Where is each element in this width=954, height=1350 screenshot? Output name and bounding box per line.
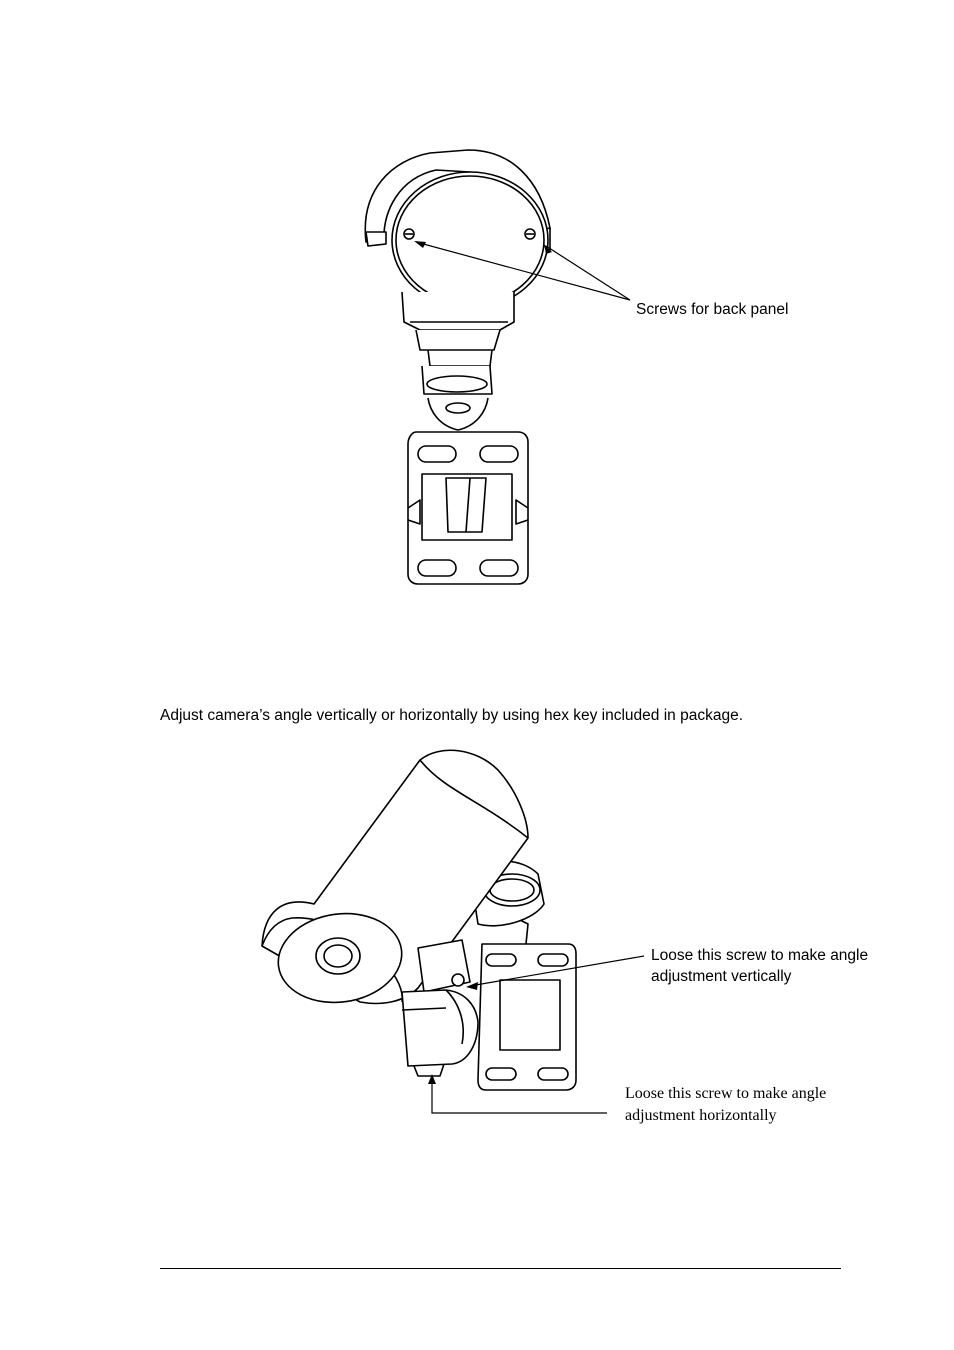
vertical-callout-line1: Loose this screw to make angle bbox=[651, 947, 869, 964]
footer-divider bbox=[160, 1268, 841, 1269]
vertical-callout-line2: adjustment vertically bbox=[651, 968, 792, 985]
camera-side-view-illustration bbox=[0, 0, 954, 1160]
horizontal-callout-line1: Loose this screw to make angle bbox=[625, 1085, 827, 1102]
horizontal-adjustment-callout: Loose this screw to make angle adjustmen… bbox=[625, 1083, 826, 1127]
vertical-adjustment-callout: Loose this screw to make angle adjustmen… bbox=[651, 945, 868, 987]
back-panel-screws-callout: Screws for back panel bbox=[636, 301, 789, 318]
angle-adjustment-instruction: Adjust camera’s angle vertically or hori… bbox=[160, 707, 743, 724]
horizontal-callout-line2: adjustment horizontally bbox=[625, 1107, 777, 1124]
camera-rear-view-illustration bbox=[0, 0, 954, 640]
